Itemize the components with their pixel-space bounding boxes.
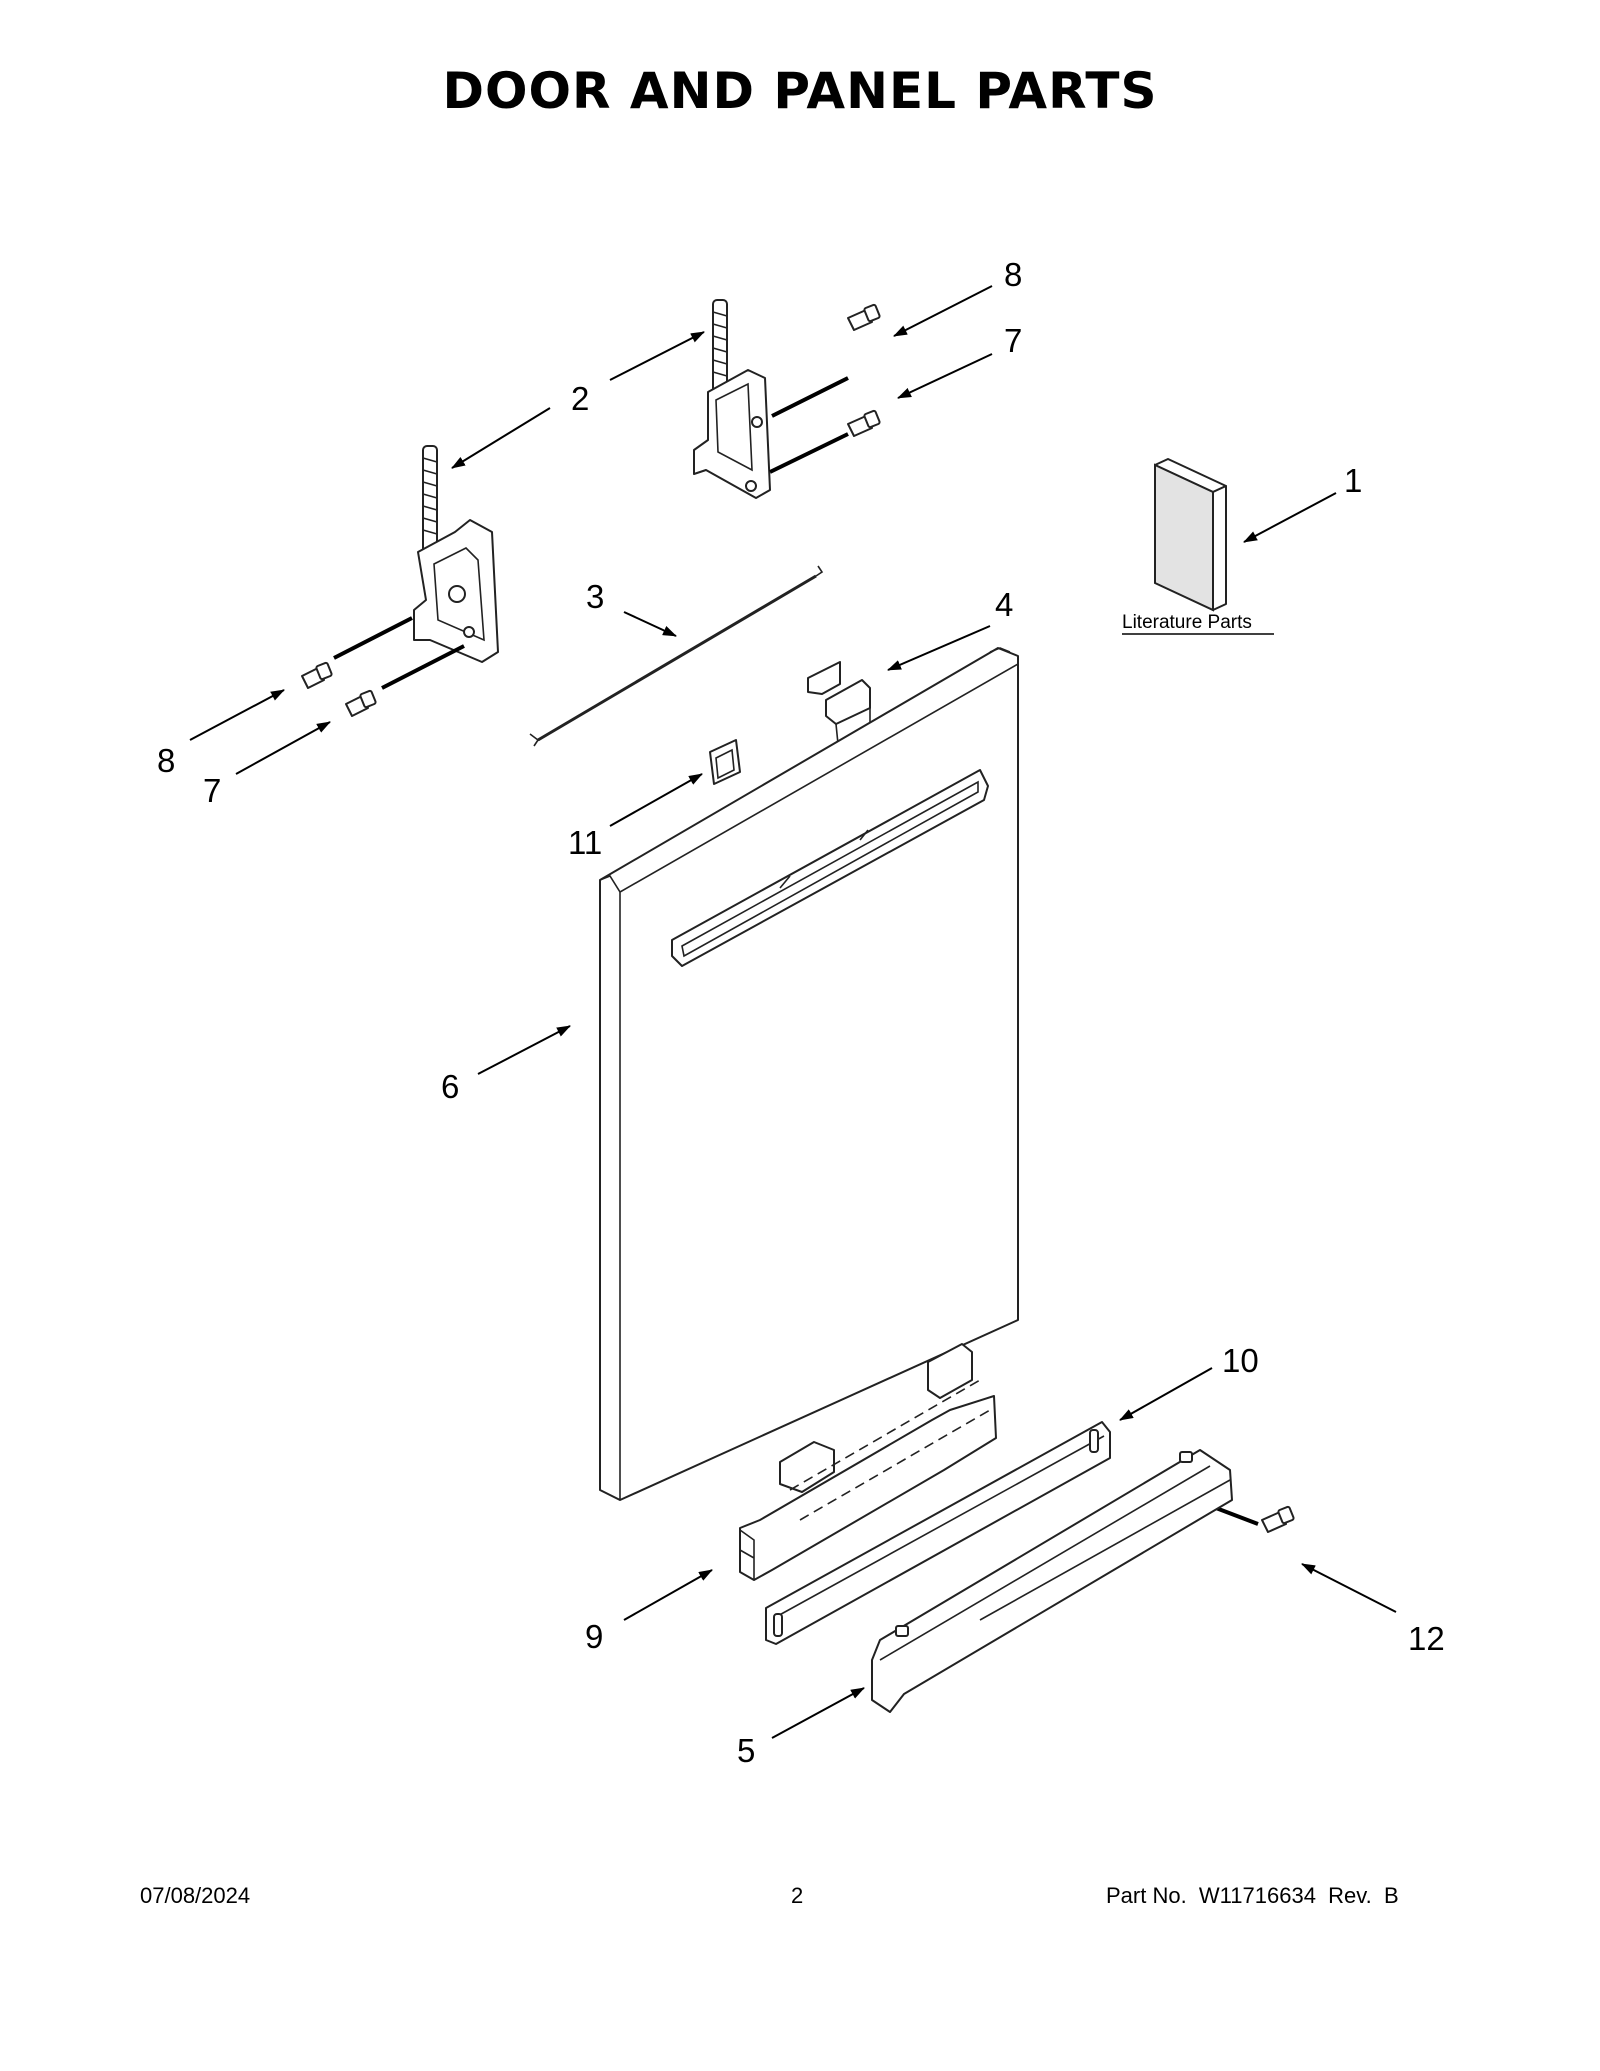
callout-8-upper: 8 — [1004, 256, 1022, 293]
trim-strip — [765, 1421, 1111, 1645]
callout-7-upper: 7 — [1004, 322, 1022, 359]
door-latch — [807, 661, 871, 746]
callout-10: 10 — [1222, 1342, 1259, 1379]
callout-5: 5 — [737, 1732, 755, 1769]
callout-4: 4 — [995, 586, 1013, 623]
callout-1: 1 — [1344, 462, 1362, 499]
callout-11: 11 — [568, 824, 602, 861]
right-hinge — [693, 299, 771, 499]
footer-date: 07/08/2024 — [140, 1883, 251, 1908]
callout-2: 2 — [571, 380, 589, 417]
door-rod — [529, 565, 824, 747]
callout-7-lower: 7 — [203, 772, 221, 809]
door-panel — [599, 647, 1019, 1501]
callout-12: 12 — [1408, 1620, 1445, 1657]
callout-6: 6 — [441, 1068, 459, 1105]
callout-8-lower: 8 — [157, 742, 175, 779]
callout-9: 9 — [585, 1618, 603, 1655]
footer-part-number: Part No. W11716634 Rev. B — [1106, 1883, 1399, 1908]
lower-panel — [739, 1343, 997, 1581]
literature-parts-icon — [1154, 458, 1227, 612]
footer-page-number: 2 — [791, 1883, 804, 1908]
toe-kick — [871, 1449, 1233, 1713]
door-clip — [709, 739, 741, 785]
hinge-screw-icon — [301, 303, 1295, 1533]
literature-parts-label: Literature Parts — [1122, 612, 1252, 633]
left-hinge — [413, 445, 499, 663]
callout-3: 3 — [586, 578, 604, 615]
page-title: DOOR AND PANEL PARTS — [442, 62, 1158, 120]
